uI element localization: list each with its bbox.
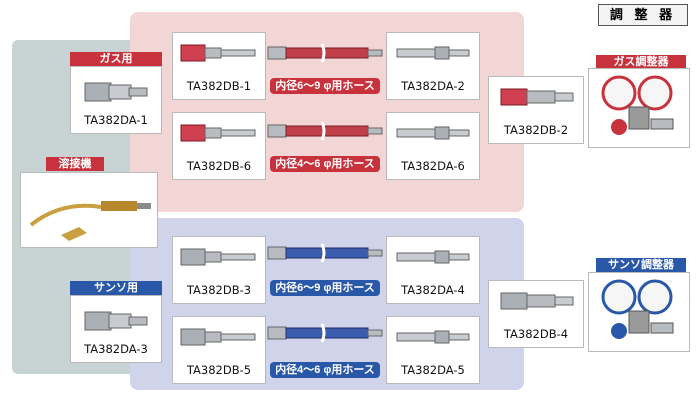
oxygen-regulator-card xyxy=(588,272,690,352)
part-card-ta382db-1: TA382DB-1 xyxy=(172,32,266,100)
coupler-female-thread-icon xyxy=(84,82,148,102)
part-code: TA382DA-3 xyxy=(84,342,148,356)
hose-blue-icon xyxy=(267,243,383,263)
coupler-plug-red-icon xyxy=(180,44,256,62)
part-card-ta382da-4: TA382DA-4 xyxy=(386,236,480,304)
hose-red-icon xyxy=(267,43,383,63)
part-code: TA382DB-2 xyxy=(503,123,569,137)
welder-card xyxy=(20,172,158,248)
coupler-plug-red-icon xyxy=(180,124,256,142)
welder-tag: 溶接機 xyxy=(46,157,104,171)
gas-side-tag: ガス用 xyxy=(70,52,162,66)
part-code: TA382DA-2 xyxy=(401,79,465,93)
part-code: TA382DB-5 xyxy=(186,363,252,377)
part-code: TA382DA-5 xyxy=(401,363,465,377)
coupler-plug-silver-icon xyxy=(180,248,256,266)
part-code: TA382DA-6 xyxy=(401,159,465,173)
hose-blue-icon xyxy=(267,323,383,343)
hose-size-label: 内径4～6 φ用ホース xyxy=(270,156,380,172)
oxygen-regulator-tag: サンソ調整器 xyxy=(596,258,686,272)
coupler-plug-silver-icon xyxy=(396,126,470,140)
coupler-plug-silver-icon xyxy=(396,46,470,60)
part-code: TA382DB-3 xyxy=(186,283,252,297)
hose-red-icon xyxy=(267,121,383,141)
hose-size-label: 内径4～6 φ用ホース xyxy=(270,362,380,378)
part-code: TA382DB-1 xyxy=(186,79,252,93)
part-card-ta382db-3: TA382DB-3 xyxy=(172,236,266,304)
part-code: TA382DB-4 xyxy=(503,327,569,341)
coupler-female-thread-icon xyxy=(84,311,148,331)
part-card-ta382db-5: TA382DB-5 xyxy=(172,316,266,384)
hose-image xyxy=(266,320,384,346)
part-card-ta382da-6: TA382DA-6 xyxy=(386,112,480,180)
part-card-ta382da-3: TA382DA-3 xyxy=(70,295,162,363)
part-card-ta382da-2: TA382DA-2 xyxy=(386,32,480,100)
oxygen-side-tag: サンソ用 xyxy=(70,281,162,295)
oxygen-regulator-icon xyxy=(601,279,674,339)
hose-image xyxy=(266,40,384,66)
gas-regulator-card xyxy=(588,68,690,148)
part-code: TA382DA-4 xyxy=(401,283,465,297)
coupler-plug-silver-icon xyxy=(180,328,256,346)
hose-size-label: 内径6～9 φ用ホース xyxy=(270,280,380,296)
part-code: TA382DA-1 xyxy=(84,113,148,127)
coupler-plug-silver-icon xyxy=(396,330,470,344)
part-card-ta382db-2: TA382DB-2 xyxy=(488,76,584,144)
hose-image xyxy=(266,118,384,144)
part-code: TA382DB-6 xyxy=(186,159,252,173)
gas-regulator-icon xyxy=(601,75,674,135)
welding-torch-icon xyxy=(29,201,151,241)
part-card-ta382db-4: TA382DB-4 xyxy=(488,280,584,348)
part-card-ta382da-1: TA382DA-1 xyxy=(70,66,162,134)
part-card-ta382db-6: TA382DB-6 xyxy=(172,112,266,180)
part-card-ta382da-5: TA382DA-5 xyxy=(386,316,480,384)
coupler-socket-silver-icon xyxy=(500,292,574,310)
gas-regulator-tag: ガス調整器 xyxy=(596,55,686,69)
hose-size-label: 内径6～9 φ用ホース xyxy=(270,78,380,94)
hose-image xyxy=(266,240,384,266)
coupler-socket-red-icon xyxy=(500,88,574,106)
page-title: 調 整 器 xyxy=(598,4,688,26)
coupler-plug-silver-icon xyxy=(396,250,470,264)
